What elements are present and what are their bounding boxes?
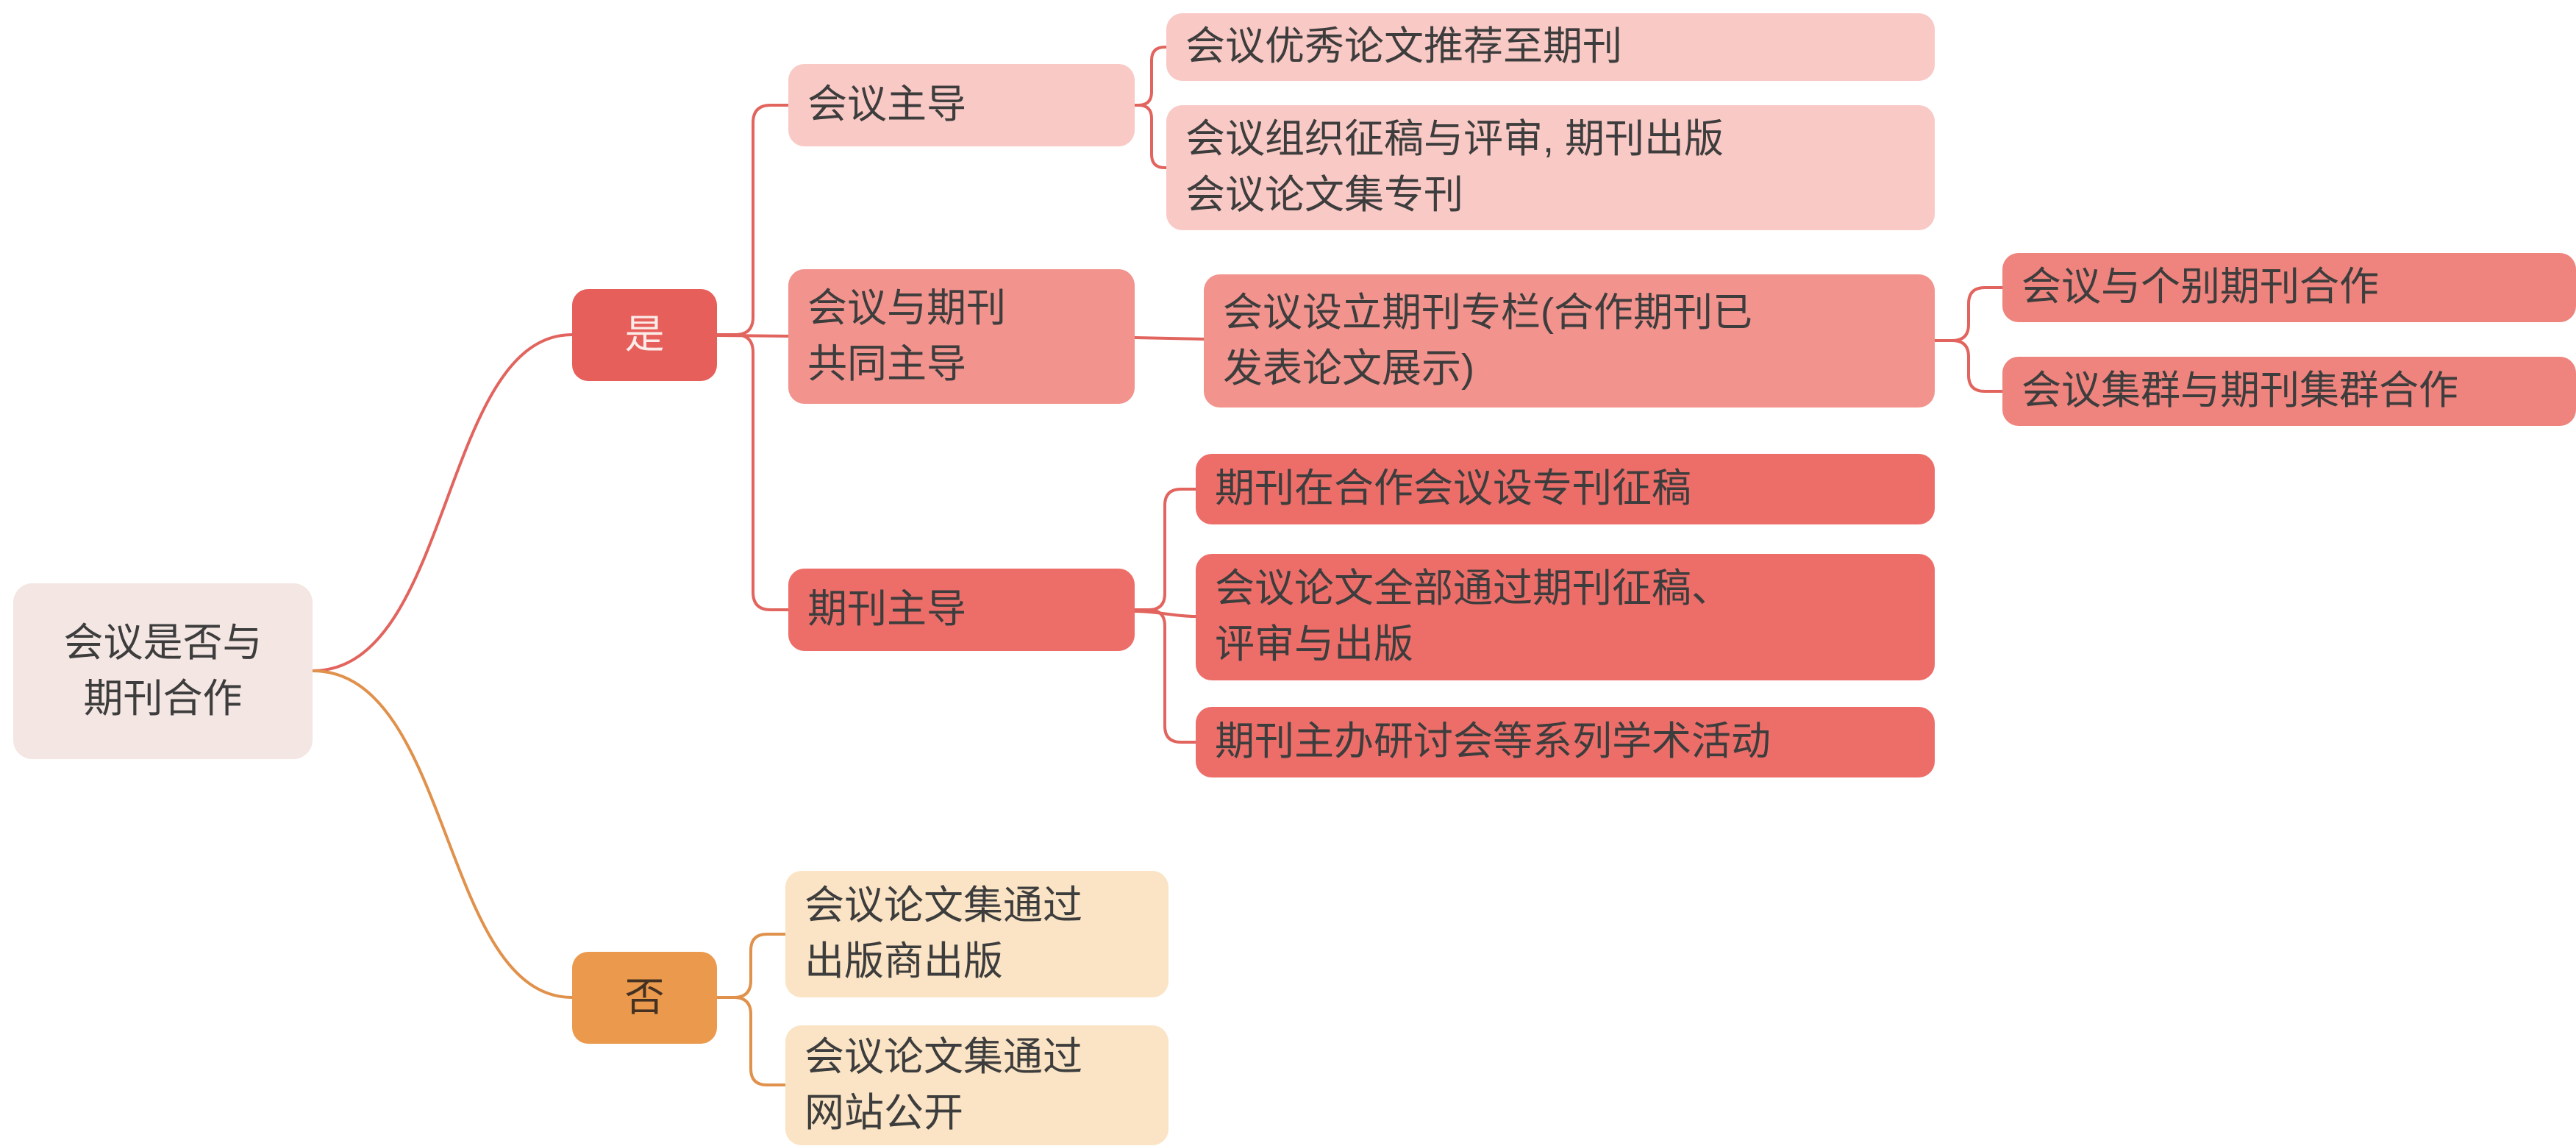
node-conf-organize-review: 会议组织征稿与评审, 期刊出版 会议论文集专刊: [1166, 105, 1935, 230]
node-special-issue-call: 期刊在合作会议设专刊征稿: [1196, 454, 1935, 524]
connector-journalled-allpapers: [1133, 610, 1197, 618]
node-conference-led: 会议主导: [788, 64, 1135, 146]
node-journal-led: 期刊主导: [788, 569, 1135, 651]
connector-no-website: [716, 996, 787, 1086]
no-node: 否: [572, 952, 717, 1044]
connector-journalled-call: [1133, 488, 1197, 611]
root-node: 会议是否与 期刊合作: [13, 583, 313, 759]
node-proceedings-website: 会议论文集通过 网站公开: [785, 1025, 1169, 1145]
node-journal-hosted-activities: 期刊主办研讨会等系列学术活动: [1196, 707, 1935, 777]
node-proceedings-publisher: 会议论文集通过 出版商出版: [785, 871, 1169, 997]
node-all-papers-via-journal: 会议论文全部通过期刊征稿、 评审与出版: [1196, 554, 1935, 680]
connector-root-yes: [311, 333, 574, 672]
node-individual-journal-coop: 会议与个别期刊合作: [2002, 253, 2576, 322]
connector-yes-conference-led: [716, 104, 790, 336]
connector-yes-journal-led: [716, 333, 790, 611]
node-cluster-coop: 会议集群与期刊集群合作: [2002, 357, 2576, 426]
connector-column-individual: [1933, 286, 2004, 342]
connector-confled-organize: [1133, 104, 1168, 169]
connector-confled-recommend: [1133, 46, 1168, 107]
node-joint-led: 会议与期刊 共同主导: [788, 269, 1135, 404]
connector-joint-column: [1133, 336, 1205, 341]
connector-no-publisher: [716, 933, 787, 999]
node-journal-column: 会议设立期刊专栏(合作期刊已 发表论文展示): [1204, 274, 1935, 407]
connector-column-cluster: [1933, 339, 2004, 393]
node-best-paper-recommend: 会议优秀论文推荐至期刊: [1166, 13, 1935, 81]
yes-node: 是: [572, 289, 717, 381]
connector-journalled-activities: [1133, 608, 1197, 744]
connector-root-no: [311, 669, 574, 999]
